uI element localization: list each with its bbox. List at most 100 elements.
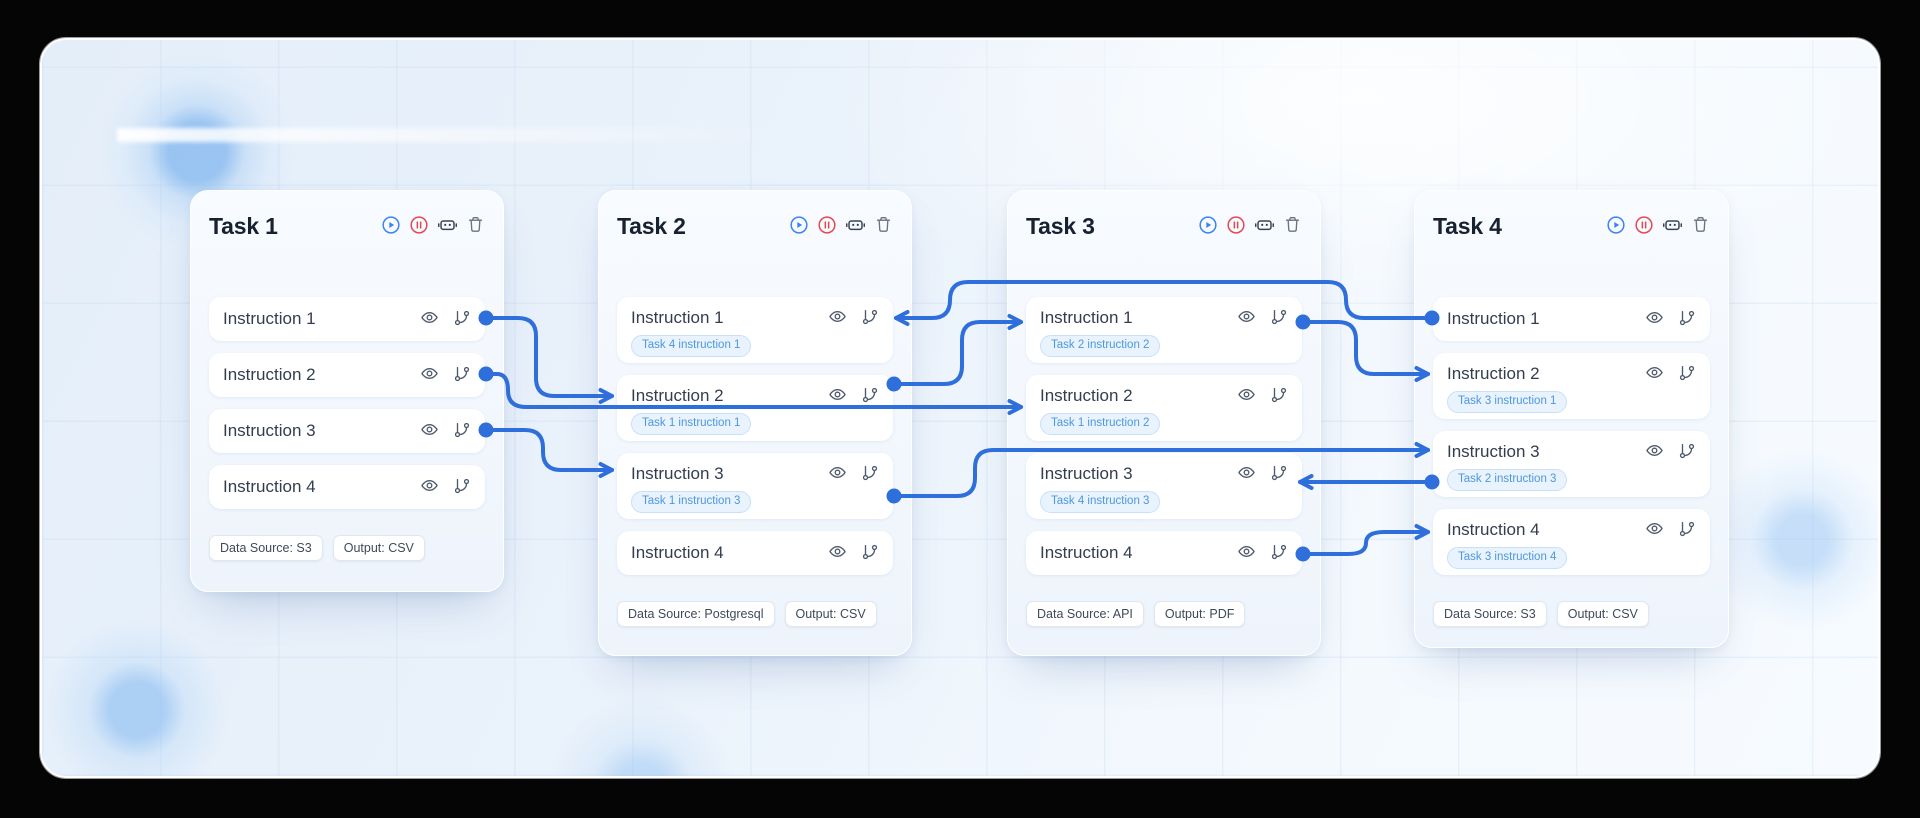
- instruction-row[interactable]: Instruction 4: [1026, 531, 1302, 575]
- view-button[interactable]: [1237, 307, 1256, 329]
- view-button[interactable]: [828, 542, 847, 564]
- task-actions: [381, 214, 485, 238]
- dependencies-button[interactable]: [861, 464, 879, 485]
- delete-button[interactable]: [874, 215, 893, 237]
- instruction-row[interactable]: Instruction 1: [1433, 297, 1710, 341]
- delete-button[interactable]: [1283, 215, 1302, 237]
- dependencies-button[interactable]: [1270, 543, 1288, 564]
- play-circle-icon: [381, 215, 401, 238]
- dependencies-button[interactable]: [861, 543, 879, 564]
- instruction-label: Instruction 1: [1447, 309, 1540, 328]
- view-button[interactable]: [828, 463, 847, 485]
- dependencies-button[interactable]: [1678, 309, 1696, 330]
- instruction-label: Instruction 1: [223, 309, 316, 328]
- instruction-row[interactable]: Instruction 2: [209, 353, 485, 397]
- agent-button[interactable]: [845, 214, 866, 238]
- agent-button[interactable]: [1662, 214, 1683, 238]
- view-button[interactable]: [420, 476, 439, 498]
- dependencies-button[interactable]: [453, 477, 471, 498]
- instruction-row[interactable]: Instruction 4: [617, 531, 893, 575]
- task-actions: [789, 214, 893, 238]
- run-button[interactable]: [1198, 215, 1218, 238]
- dependencies-button[interactable]: [1270, 308, 1288, 329]
- delete-button[interactable]: [1691, 215, 1710, 237]
- instruction-label: Instruction 3: [631, 464, 724, 483]
- view-button[interactable]: [1645, 441, 1664, 463]
- branch-icon: [861, 386, 879, 407]
- trash-icon: [466, 215, 485, 237]
- instruction-actions: [1645, 308, 1696, 330]
- agent-button[interactable]: [1254, 214, 1275, 238]
- instruction-row-main: Instruction 3: [631, 463, 879, 485]
- instruction-label: Instruction 4: [223, 477, 316, 496]
- dependencies-button[interactable]: [453, 365, 471, 386]
- instruction-row-main: Instruction 4: [1040, 542, 1288, 564]
- eye-icon: [828, 542, 847, 564]
- dependencies-button[interactable]: [861, 386, 879, 407]
- eye-icon: [1645, 363, 1664, 385]
- dependencies-button[interactable]: [1678, 520, 1696, 541]
- instruction-row-main: Instruction 4: [631, 542, 879, 564]
- task-actions: [1198, 214, 1302, 238]
- instruction-row[interactable]: Instruction 1: [209, 297, 485, 341]
- view-button[interactable]: [420, 420, 439, 442]
- branch-icon: [861, 543, 879, 564]
- instruction-actions: [420, 308, 471, 330]
- view-button[interactable]: [1237, 385, 1256, 407]
- instruction-label: Instruction 4: [1040, 543, 1133, 562]
- delete-button[interactable]: [466, 215, 485, 237]
- run-button[interactable]: [381, 215, 401, 238]
- dependency-badge: Task 3 instruction 1: [1447, 391, 1568, 413]
- view-button[interactable]: [828, 385, 847, 407]
- view-button[interactable]: [420, 364, 439, 386]
- view-button[interactable]: [1645, 363, 1664, 385]
- run-button[interactable]: [1606, 215, 1626, 238]
- view-button[interactable]: [420, 308, 439, 330]
- agent-button[interactable]: [437, 214, 458, 238]
- robot-icon: [1662, 214, 1683, 238]
- dependencies-button[interactable]: [1678, 442, 1696, 463]
- instruction-row[interactable]: Instruction 4: [209, 465, 485, 509]
- eye-icon: [1237, 463, 1256, 485]
- view-button[interactable]: [1645, 519, 1664, 541]
- eye-icon: [1645, 308, 1664, 330]
- pause-button[interactable]: [1634, 215, 1654, 238]
- dependency-badge: Task 3 instruction 4: [1447, 547, 1568, 569]
- eye-icon: [1237, 385, 1256, 407]
- run-button[interactable]: [789, 215, 809, 238]
- pause-button[interactable]: [409, 215, 429, 238]
- instruction-label: Instruction 1: [1040, 308, 1133, 327]
- pause-button[interactable]: [817, 215, 837, 238]
- dependencies-button[interactable]: [453, 309, 471, 330]
- robot-icon: [437, 214, 458, 238]
- dependencies-button[interactable]: [1678, 364, 1696, 385]
- pause-button[interactable]: [1226, 215, 1246, 238]
- view-button[interactable]: [1237, 542, 1256, 564]
- view-button[interactable]: [1237, 463, 1256, 485]
- view-button[interactable]: [828, 307, 847, 329]
- instruction-row[interactable]: Instruction 3: [209, 409, 485, 453]
- dependencies-button[interactable]: [1270, 464, 1288, 485]
- dependencies-button[interactable]: [1270, 386, 1288, 407]
- dependencies-button[interactable]: [861, 308, 879, 329]
- view-button[interactable]: [1645, 308, 1664, 330]
- dependencies-button[interactable]: [453, 421, 471, 442]
- eye-icon: [1237, 307, 1256, 329]
